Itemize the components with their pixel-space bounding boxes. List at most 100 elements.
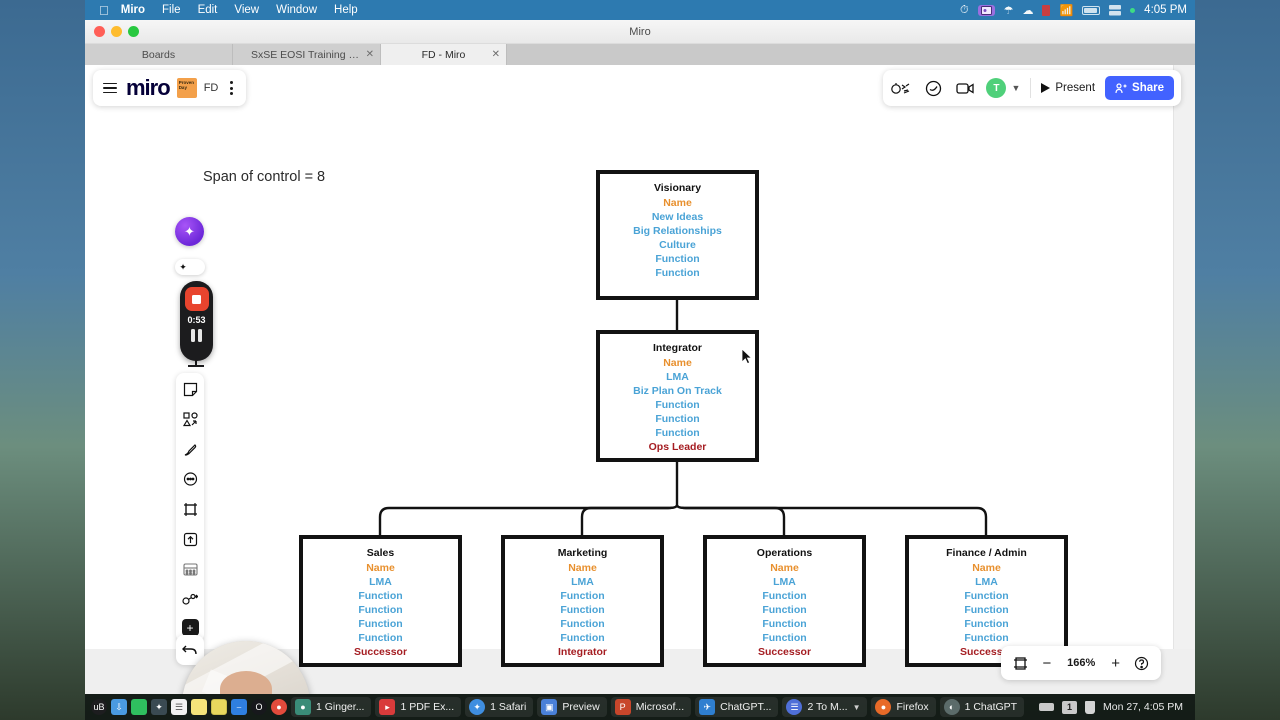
video-icon[interactable]	[954, 77, 976, 99]
timer-icon[interactable]	[890, 77, 912, 99]
node-sales[interactable]: Sales Name LMA Function Function Functio…	[299, 535, 462, 667]
comment-icon[interactable]	[180, 469, 200, 489]
zoom-out-button[interactable]: −	[1042, 654, 1052, 672]
stop-recording-icon[interactable]	[184, 287, 209, 311]
minimize-icon[interactable]	[111, 26, 122, 37]
taskbar-item-pdf-expert[interactable]: ▸ 1 PDF Ex...	[375, 697, 462, 717]
dropbox-icon[interactable]: ☂	[1003, 4, 1014, 17]
node-row: Name	[366, 562, 395, 574]
mail-icon[interactable]: ⎯	[231, 699, 247, 715]
screen-share-icon[interactable]	[977, 4, 995, 16]
taskbar-item-firefox[interactable]: ● Firefox	[871, 697, 936, 717]
help-icon[interactable]	[1134, 656, 1149, 671]
node-integrator[interactable]: Integrator Name LMA Biz Plan On Track Fu…	[596, 330, 759, 462]
taskbar-item-ginger[interactable]: ● 1 Ginger...	[291, 697, 372, 717]
table-icon[interactable]	[180, 559, 200, 579]
sticky-note-icon[interactable]	[180, 379, 200, 399]
safari-compass-icon[interactable]: ✦	[151, 699, 167, 715]
chat-icon[interactable]	[922, 77, 944, 99]
window-icon[interactable]	[1039, 703, 1055, 711]
miro-app: Span of control = 8 Visionary Name New I…	[85, 65, 1195, 694]
canvas-vertical-scrollbar[interactable]	[1173, 65, 1195, 694]
menu-bar-clock: 4:05 PM	[1144, 4, 1187, 16]
node-visionary[interactable]: Visionary Name New Ideas Big Relationshi…	[596, 170, 759, 300]
taskbar-item-safari[interactable]: ✦ 1 Safari	[465, 697, 534, 717]
frame-icon[interactable]	[180, 499, 200, 519]
pause-icon[interactable]	[191, 329, 202, 342]
miro-canvas[interactable]: Span of control = 8 Visionary Name New I…	[85, 65, 1173, 694]
tab-boards[interactable]: Boards	[85, 44, 233, 65]
menu-item-help[interactable]: Help	[324, 4, 358, 16]
node-row: LMA	[975, 576, 998, 588]
cloud-icon[interactable]: ☁	[1022, 4, 1034, 17]
node-finance-admin[interactable]: Finance / Admin Name LMA Function Functi…	[905, 535, 1068, 667]
taskbar-item-to-m[interactable]: ☰ 2 To M... ▼	[782, 697, 868, 717]
recording-icon[interactable]	[1042, 4, 1051, 16]
upload-icon[interactable]	[180, 529, 200, 549]
tab-fd-miro[interactable]: FD - Miro ✕	[381, 44, 507, 65]
apple-icon[interactable]: 	[99, 4, 109, 17]
tab-label: Boards	[141, 48, 176, 61]
close-icon[interactable]: ✕	[365, 48, 374, 60]
maximize-icon[interactable]	[128, 26, 139, 37]
files-icon[interactable]	[131, 699, 147, 715]
chrome-icon[interactable]: ●	[271, 699, 287, 715]
close-icon[interactable]: ✕	[491, 48, 500, 60]
trash-icon[interactable]	[1085, 700, 1096, 714]
node-marketing[interactable]: Marketing Name LMA Function Function Fun…	[501, 535, 664, 667]
share-button[interactable]: Share	[1105, 76, 1174, 100]
battery-icon[interactable]	[1082, 5, 1101, 15]
pen-icon[interactable]	[180, 439, 200, 459]
stickies-icon[interactable]	[191, 699, 207, 715]
menu-item-edit[interactable]: Edit	[187, 4, 218, 16]
menu-item-file[interactable]: File	[152, 4, 181, 16]
board-thumbnail[interactable]: Proven Day	[176, 78, 197, 98]
taskbar-label: 1 PDF Ex...	[400, 701, 455, 713]
miro-logo[interactable]: miro	[126, 75, 171, 100]
taskbar-item-chatgpt[interactable]: ◐ 1 ChatGPT	[939, 697, 1025, 717]
node-operations[interactable]: Operations Name LMA Function Function Fu…	[703, 535, 866, 667]
chatgpt-icon: ◐	[943, 699, 960, 715]
node-title: Finance / Admin	[946, 547, 1027, 559]
macos-dock: uB ⇩ ✦ ☰ ⎯ O ● ● 1 Ginger... ▸ 1 PDF Ex.…	[85, 694, 1195, 720]
more-apps-icon[interactable]: +	[181, 619, 199, 636]
shapes-icon[interactable]	[180, 409, 200, 429]
calendar-icon[interactable]	[211, 699, 227, 715]
taskbar-item-chatgpt-app[interactable]: ✈ ChatGPT...	[695, 697, 779, 717]
taskbar-item-microsoft[interactable]: P Microsof...	[610, 697, 692, 717]
menu-item-view[interactable]: View	[224, 4, 259, 16]
window-controls[interactable]	[85, 26, 139, 37]
menu-item-miro[interactable]: Miro	[111, 4, 145, 16]
sparkle-toggle-icon[interactable]: ✦	[175, 259, 205, 275]
taskbar-label: Microsof...	[635, 701, 685, 713]
opera-icon[interactable]: O	[251, 699, 267, 715]
kebab-menu-icon[interactable]	[225, 81, 238, 95]
node-row: Name	[770, 562, 799, 574]
taskbar-item-preview[interactable]: ▣ Preview	[537, 697, 607, 717]
board-name-label[interactable]: FD	[203, 82, 219, 94]
desktop-1-icon[interactable]: 1	[1062, 700, 1078, 714]
chevron-down-icon[interactable]: ▼	[1011, 83, 1021, 93]
node-row: LMA	[666, 371, 689, 383]
hamburger-icon[interactable]	[101, 80, 119, 97]
menu-item-window[interactable]: Window	[266, 4, 317, 16]
control-center-icon[interactable]	[1109, 4, 1122, 16]
ai-sparkle-icon[interactable]: ✦	[175, 217, 204, 246]
notes-icon[interactable]: ☰	[171, 699, 187, 715]
zoom-controls: − 166% +	[1001, 646, 1161, 680]
present-button[interactable]: Present	[1041, 82, 1095, 94]
zoom-in-button[interactable]: +	[1111, 654, 1120, 672]
stopwatch-icon[interactable]: ⏱	[960, 3, 969, 16]
launchpad-icon[interactable]: ⇩	[111, 699, 127, 715]
finder-icon[interactable]: uB	[91, 699, 107, 715]
firefox-icon: ●	[875, 699, 892, 715]
avatar[interactable]: T	[986, 78, 1007, 98]
node-title: Sales	[366, 547, 395, 559]
fit-to-screen-icon[interactable]	[1013, 656, 1028, 671]
webcam-overlay[interactable]	[182, 641, 310, 694]
close-icon[interactable]	[94, 26, 105, 37]
connector-icon[interactable]	[180, 589, 200, 609]
chevron-down-icon[interactable]: ▼	[852, 702, 861, 712]
tab-sxse-eosi-training[interactable]: SxSE EOSI Training - Miro ✕	[233, 44, 381, 65]
wifi-icon[interactable]: 📶	[1059, 4, 1074, 17]
